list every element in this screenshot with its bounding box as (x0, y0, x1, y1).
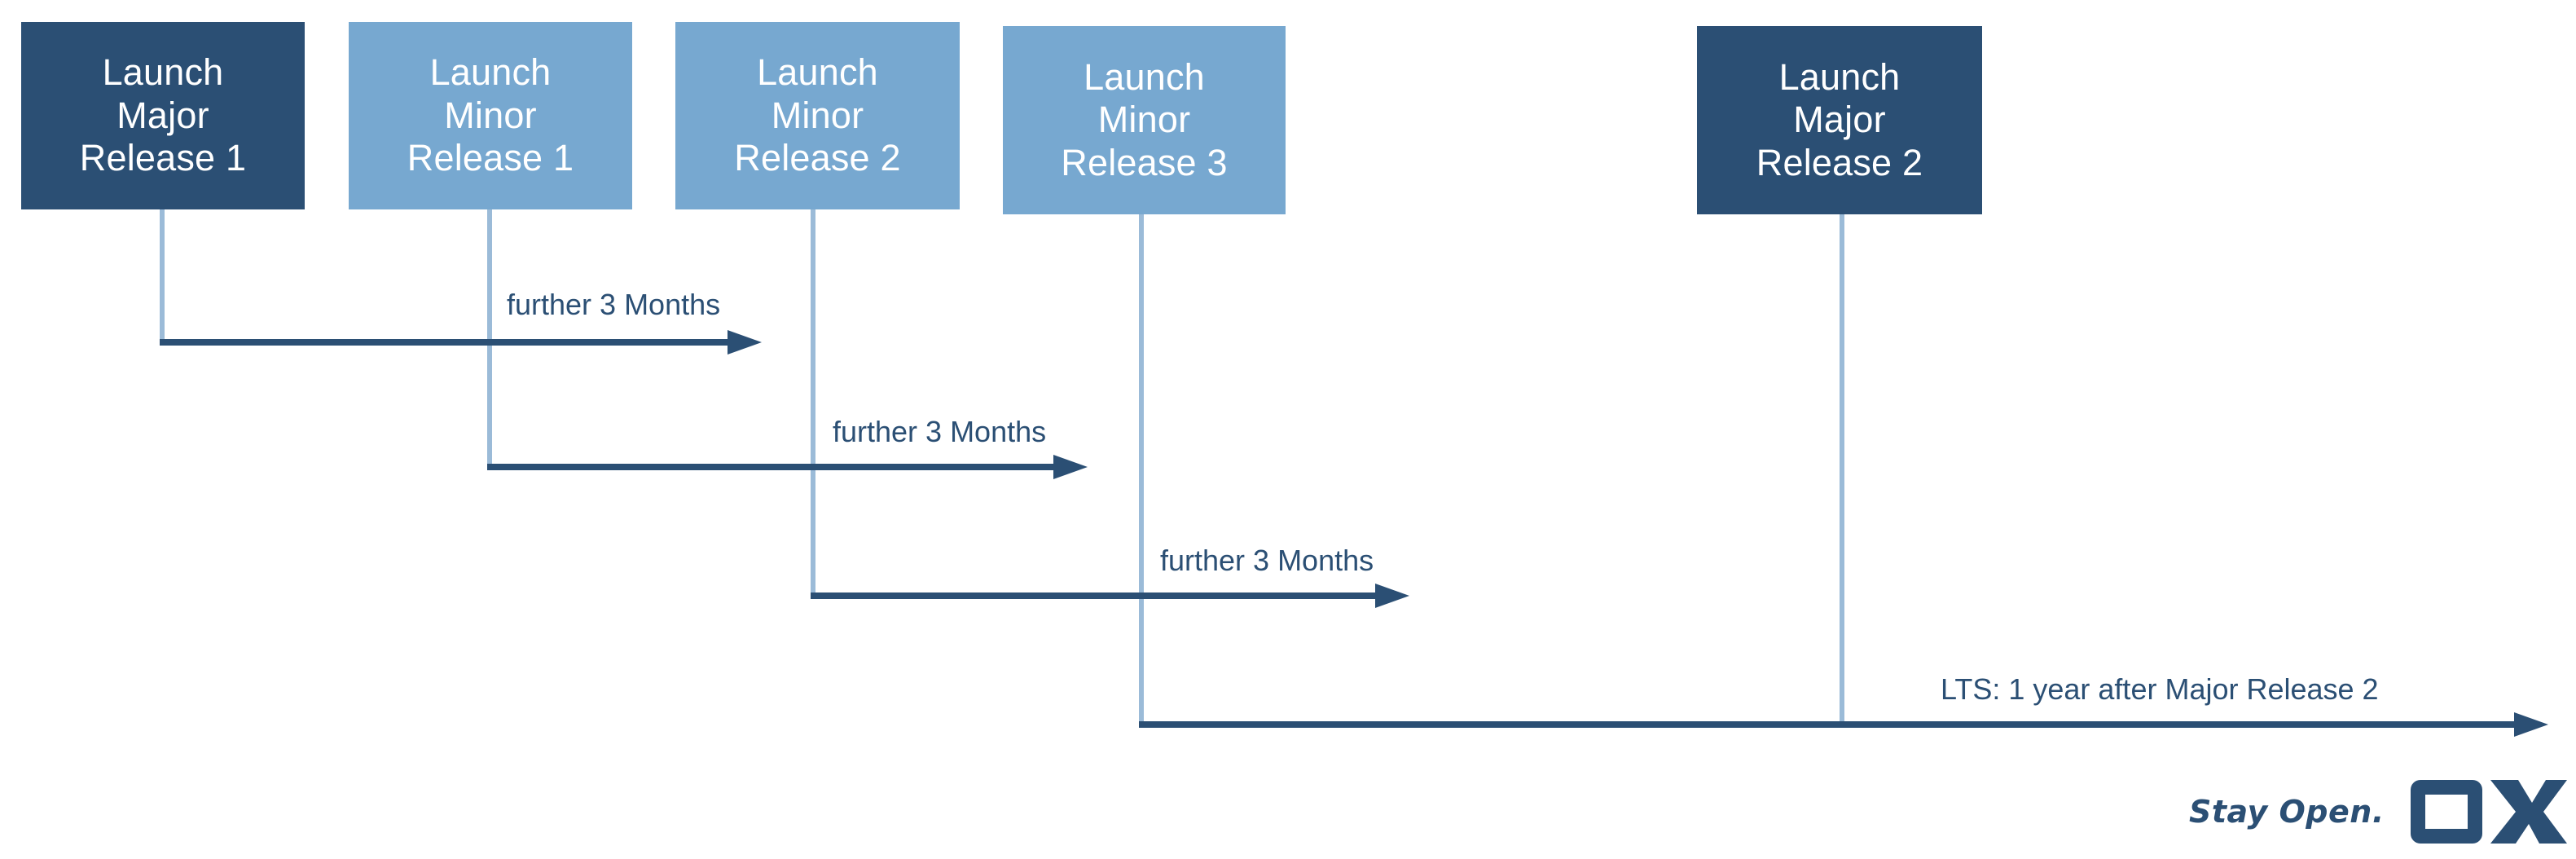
release-box-major-release-1[interactable]: Launch Major Release 1 (21, 22, 305, 209)
connector-line-major-release-2 (1840, 214, 1844, 727)
ox-logo-icon (2410, 780, 2567, 844)
interval-label-1: further 3 Months (507, 288, 721, 321)
footer-branding: Stay Open. (2189, 778, 2569, 845)
connector-line-major-release-1 (160, 209, 165, 346)
arrow-shaft (487, 464, 1053, 470)
interval-label-lts: LTS: 1 year after Major Release 2 (1941, 672, 2379, 706)
release-box-line-2: Major (116, 94, 209, 136)
arrow-shaft (811, 592, 1375, 599)
arrow-head-icon (1053, 455, 1088, 479)
release-box-minor-release-3[interactable]: Launch Minor Release 3 (1003, 26, 1286, 214)
arrow-head-icon (2514, 712, 2548, 737)
release-box-line-2: Minor (1097, 99, 1191, 141)
release-box-line-1: Launch (1778, 55, 1901, 98)
release-box-major-release-2[interactable]: Launch Major Release 2 (1697, 26, 1982, 214)
release-box-line-1: Launch (757, 51, 878, 94)
release-box-line-2: Major (1793, 99, 1886, 141)
interval-label-3: further 3 Months (1160, 544, 1374, 577)
interval-label-2: further 3 Months (833, 415, 1047, 448)
release-box-line-3: Release 2 (734, 137, 901, 179)
release-box-line-2: Minor (444, 94, 537, 136)
release-box-line-3: Release 1 (407, 137, 574, 179)
release-box-line-1: Launch (429, 51, 552, 94)
connector-line-minor-release-3 (1139, 214, 1144, 727)
connector-line-minor-release-2 (811, 209, 815, 598)
arrow-head-icon (728, 330, 762, 355)
release-box-line-3: Release 2 (1756, 141, 1923, 183)
tagline-text: Stay Open. (2189, 794, 2385, 830)
release-box-line-1: Launch (102, 51, 224, 94)
arrow-head-icon (1375, 584, 1409, 608)
release-box-line-3: Release 1 (79, 137, 247, 179)
release-box-line-1: Launch (1084, 55, 1205, 98)
arrow-shaft (160, 339, 728, 346)
release-box-line-3: Release 3 (1061, 141, 1228, 183)
release-box-minor-release-2[interactable]: Launch Minor Release 2 (675, 22, 960, 209)
release-box-minor-release-1[interactable]: Launch Minor Release 1 (349, 22, 632, 209)
arrow-shaft (1139, 721, 2514, 728)
release-box-line-2: Minor (771, 94, 864, 136)
